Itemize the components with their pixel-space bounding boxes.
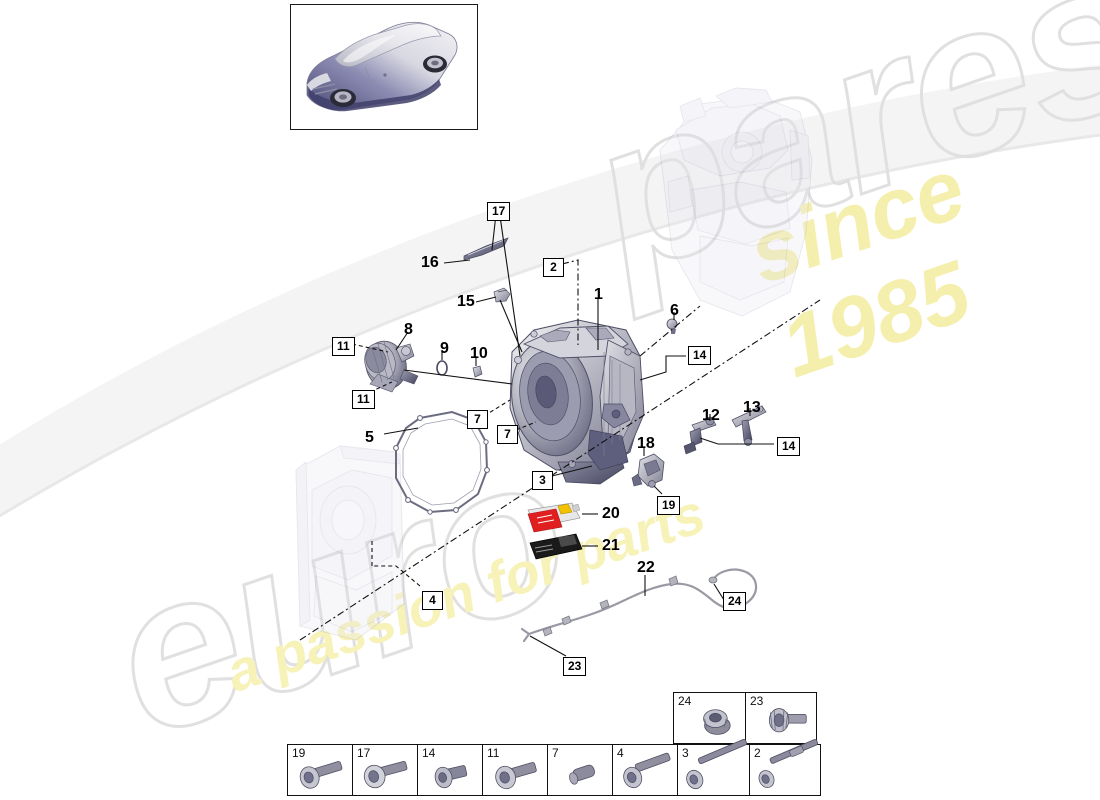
part-1-transmission-housing: [509, 319, 645, 485]
callout-4[interactable]: 4: [422, 591, 443, 610]
callout-24[interactable]: 24: [723, 592, 747, 611]
part-20-warning-sticker: [527, 502, 581, 533]
legend-cell-3[interactable]: 3: [677, 738, 749, 796]
part-16-shim: [463, 237, 509, 261]
watermark-tagline: a passion for parts: [218, 481, 713, 704]
callout-18[interactable]: 18: [637, 435, 655, 452]
extra-long-bolt-icon: [686, 738, 747, 790]
callout-19[interactable]: 19: [657, 496, 681, 515]
flange-bolt-icon: [768, 708, 807, 733]
callout-14-a[interactable]: 14: [688, 346, 712, 365]
legend-number-3: 3: [682, 746, 689, 760]
legend-number-2: 2: [754, 746, 761, 760]
legend-cell-7[interactable]: 7: [547, 744, 612, 796]
callout-12[interactable]: 12: [702, 407, 720, 424]
callout-11-b[interactable]: 11: [352, 390, 375, 409]
part-6-bolt: [666, 318, 678, 334]
legend-number-23: 23: [750, 694, 764, 708]
callout-13[interactable]: 13: [743, 399, 761, 416]
callout-10[interactable]: 10: [470, 345, 488, 362]
callout-6[interactable]: 6: [670, 302, 679, 319]
harness-clips: [542, 575, 718, 637]
long-flange-bolt-icon: [623, 752, 671, 789]
legend-cell-17[interactable]: 17: [352, 744, 417, 796]
dowel-pin-icon: [569, 764, 595, 785]
part-9-o-ring: [436, 360, 448, 376]
legend-cell-19[interactable]: 19: [287, 744, 352, 796]
callout-21[interactable]: 21: [602, 537, 620, 554]
watermark-since-1985: since 1985: [737, 140, 982, 397]
part-22-wiring-harness: [520, 568, 758, 643]
callout-2[interactable]: 2: [543, 258, 564, 277]
legend-row-top: 24 23: [673, 692, 817, 744]
callout-16[interactable]: 16: [421, 254, 439, 271]
legend-cell-2[interactable]: 2: [749, 739, 821, 796]
legend-number-19: 19: [292, 746, 306, 760]
legend-cell-23[interactable]: 23: [745, 692, 817, 744]
torx-flange-bolt-icon: [363, 761, 408, 789]
watermark-brand-spares: pares: [559, 0, 1100, 321]
legend-cell-14[interactable]: 14: [417, 744, 482, 796]
callout-8[interactable]: 8: [404, 321, 413, 338]
hex-flange-bolt-icon: [299, 761, 343, 789]
short-flange-bolt-icon: [434, 765, 468, 789]
part-21-info-label: [529, 533, 583, 560]
part-15-bracket: [493, 287, 511, 303]
callout-14-b[interactable]: 14: [777, 437, 801, 456]
part-10-plug: [472, 365, 483, 378]
callout-7-a[interactable]: 7: [467, 410, 488, 429]
legend-row-bottom: 19 17 14 11: [287, 738, 821, 796]
callout-23[interactable]: 23: [563, 657, 587, 676]
callout-9[interactable]: 9: [440, 340, 449, 357]
watermark-brand-euro: euro: [82, 404, 596, 784]
legend-cell-11[interactable]: 11: [482, 744, 547, 796]
vehicle-thumbnail-box: [290, 4, 478, 130]
extra-long-bolt-icon: [758, 739, 819, 788]
callout-1[interactable]: 1: [594, 286, 603, 303]
part-8-starter-motor: [364, 340, 419, 393]
legend-number-4: 4: [617, 746, 624, 760]
legend-number-24: 24: [678, 694, 692, 708]
legend-number-11: 11: [487, 746, 500, 760]
callout-5[interactable]: 5: [365, 429, 374, 446]
flange-nut-icon: [703, 709, 731, 735]
legend-number-7: 7: [552, 746, 559, 760]
callout-17[interactable]: 17: [487, 202, 511, 221]
callout-20[interactable]: 20: [602, 505, 620, 522]
callout-22[interactable]: 22: [637, 559, 655, 576]
legend-number-17: 17: [357, 746, 371, 760]
part-18-sensor: [631, 453, 665, 488]
callout-11-a[interactable]: 11: [332, 337, 355, 356]
legend-number-14: 14: [422, 746, 436, 760]
legend-cell-4[interactable]: 4: [612, 744, 677, 796]
hex-flange-bolt-icon: [495, 762, 537, 790]
callout-3[interactable]: 3: [532, 471, 553, 490]
callout-15[interactable]: 15: [457, 293, 475, 310]
callout-7-b[interactable]: 7: [497, 425, 518, 444]
vehicle-silhouette-icon: [306, 21, 458, 112]
legend-cell-24[interactable]: 24: [673, 692, 745, 744]
